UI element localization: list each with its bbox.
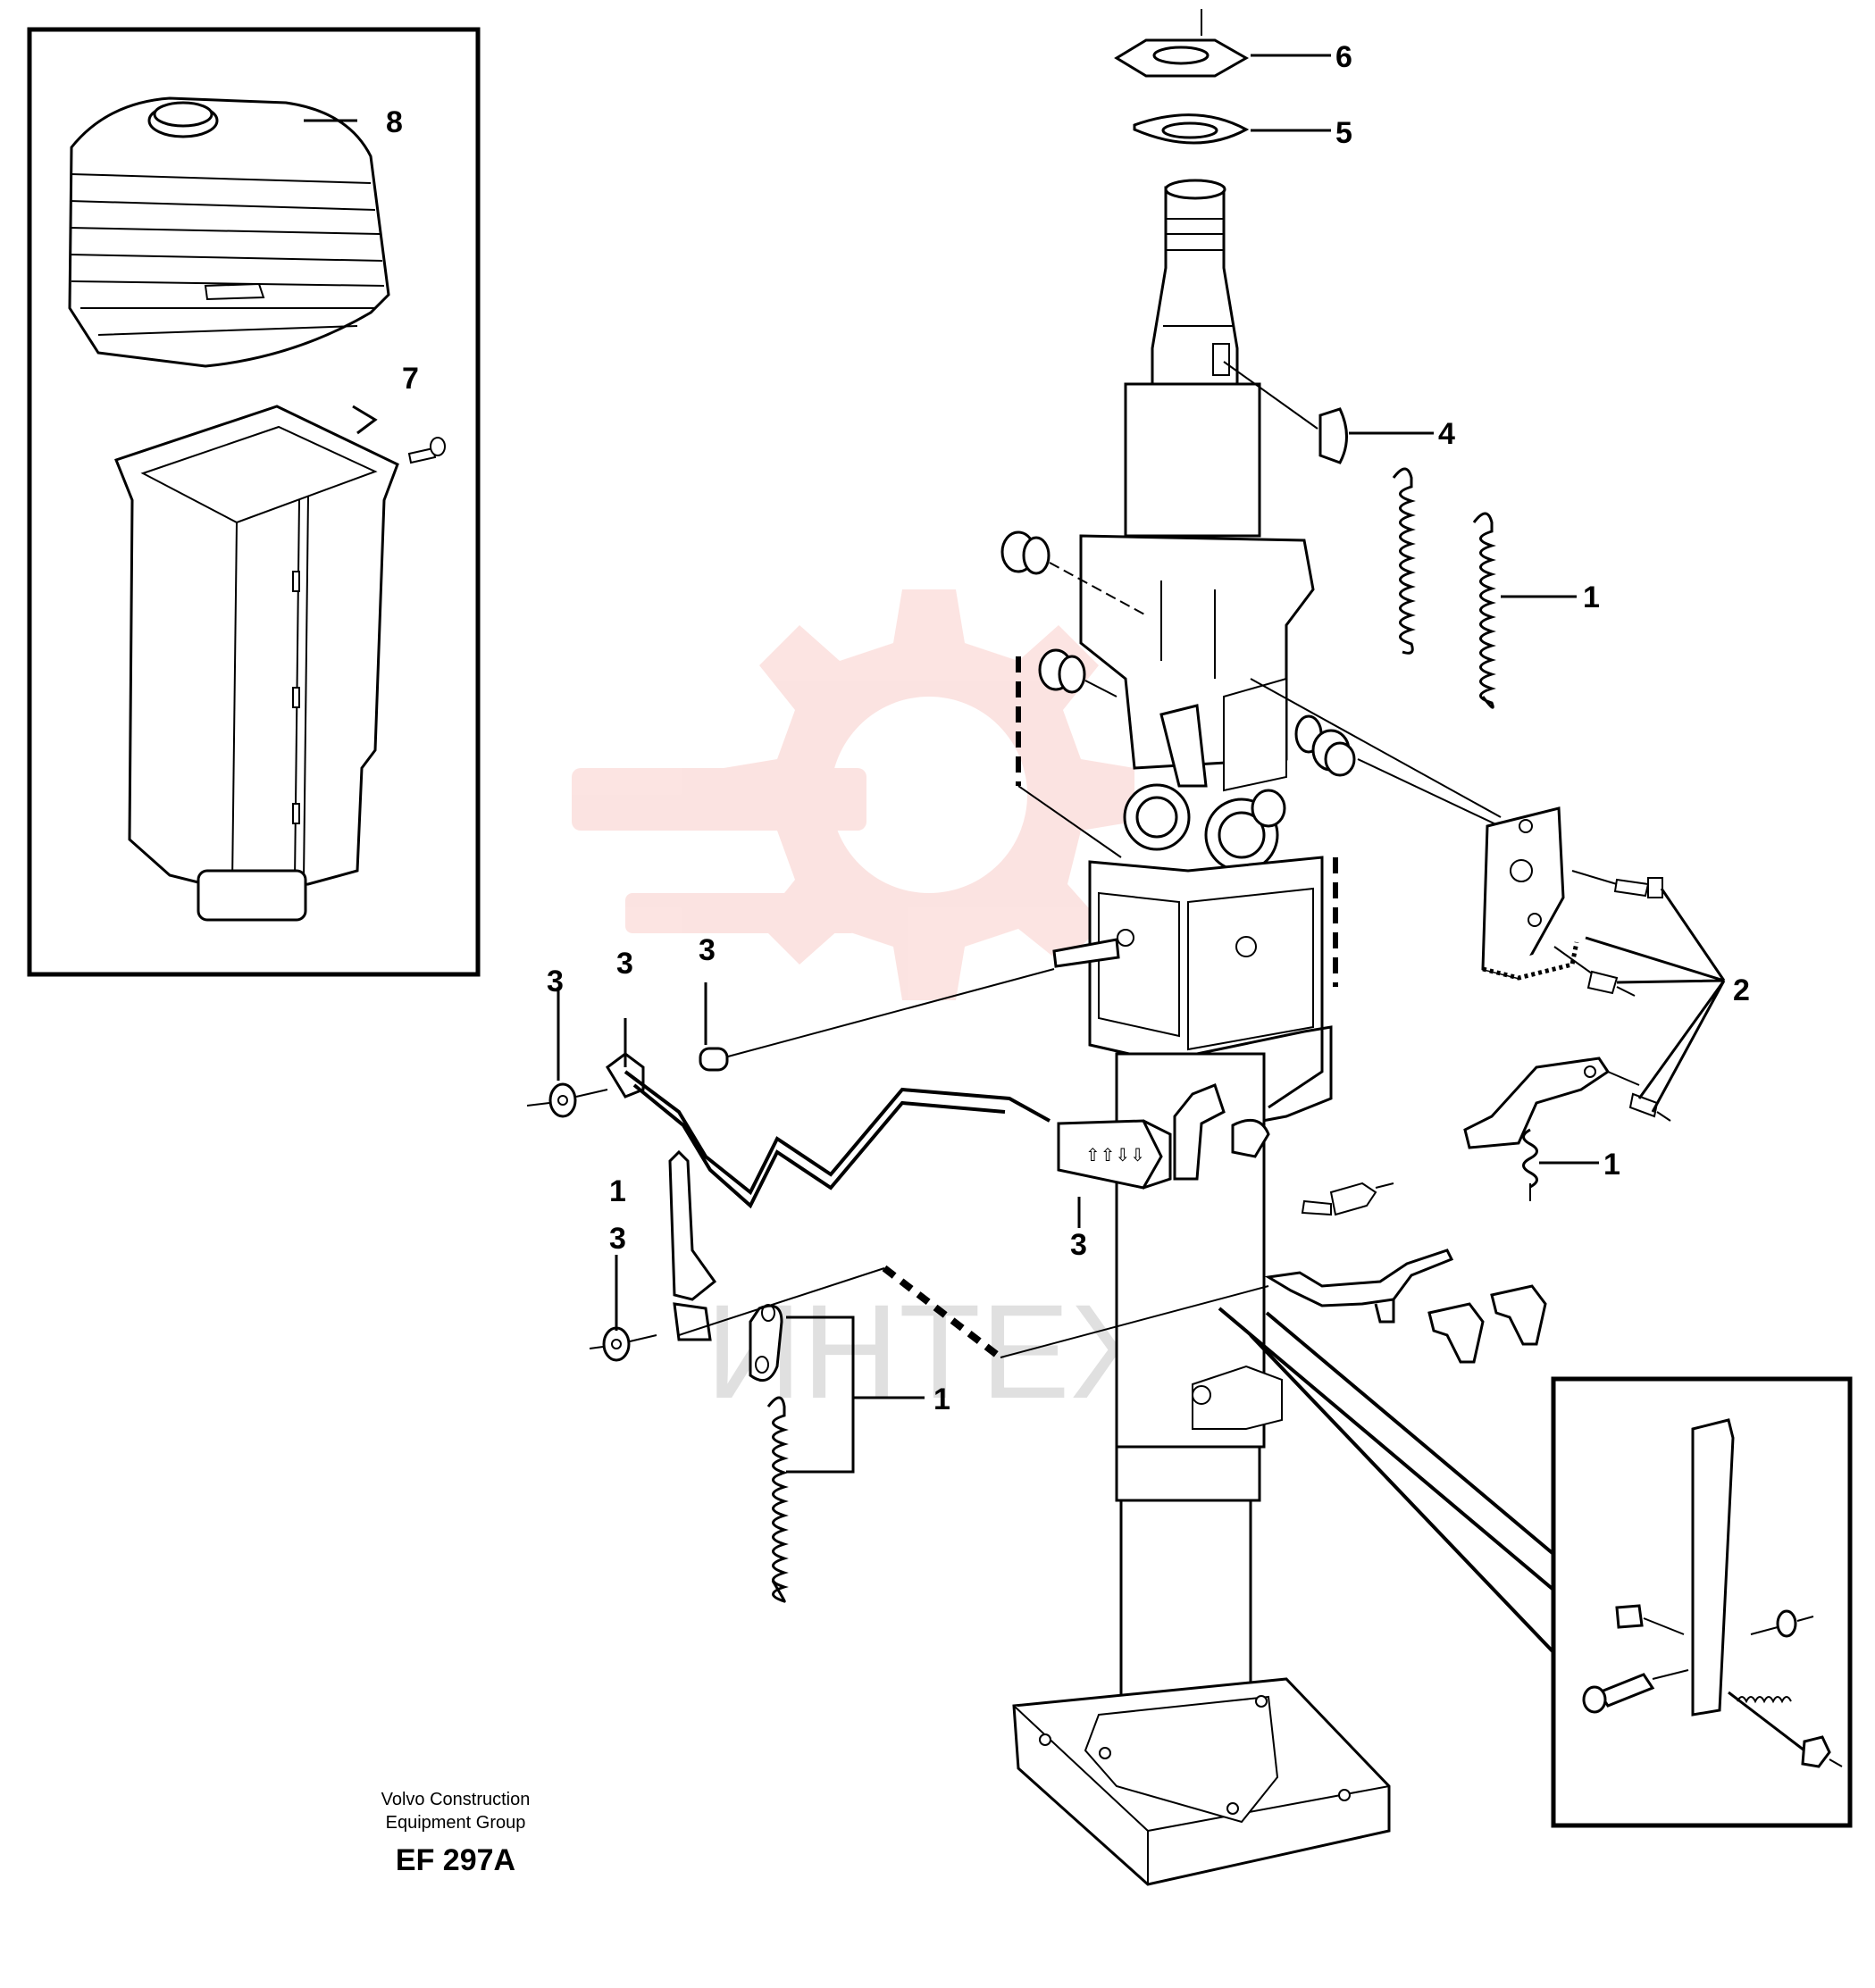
callout-1-left: 1: [609, 1174, 626, 1208]
callout-3-far-left: 3: [547, 965, 564, 998]
callout-6: 6: [1335, 40, 1352, 74]
callout-3-grip: 3: [1070, 1228, 1087, 1262]
callout-4: 4: [1438, 417, 1455, 451]
rubber-boot: [68, 96, 390, 368]
figure-caption: Volvo Construction Equipment Group EF 29…: [322, 1788, 590, 1878]
lower-housing: [114, 405, 446, 922]
steering-column: [1012, 9, 1391, 1886]
inset-panel-boot-cover: [27, 27, 481, 977]
caption-line-1: Volvo Construction: [381, 1790, 531, 1809]
callout-8: 8: [386, 105, 403, 139]
spring-upper-right-b: [1472, 512, 1496, 709]
grip-arrow-marking: ⇧⇧⇩⇩: [1085, 1144, 1145, 1165]
callout-2: 2: [1733, 973, 1750, 1007]
spring-upper-right-a: [1392, 467, 1416, 655]
callout-5: 5: [1335, 116, 1352, 150]
callout-3-left: 3: [616, 947, 633, 981]
callout-7: 7: [402, 362, 419, 396]
callout-1-small-spring: 1: [1603, 1148, 1620, 1182]
watermark-logo: [572, 589, 1134, 1000]
caption-figure-code: EF 297A: [395, 1843, 516, 1877]
caption-line-2: Equipment Group: [385, 1813, 526, 1833]
callout-3-lower-left: 3: [609, 1222, 626, 1256]
linkage: [624, 1018, 1454, 1382]
springs: [766, 467, 1496, 1603]
spring-lower-left: [766, 1396, 789, 1603]
callout-1-link: 1: [933, 1382, 950, 1416]
leader-lines: [304, 54, 1726, 1474]
callout-3-mid: 3: [699, 933, 716, 967]
callout-labels: 6 5 4 1 2 1 8 7 3 3 3 1 3 3 1: [386, 40, 1750, 1416]
callout-1-upper-springs: 1: [1583, 581, 1600, 614]
inset-panel-detail: [1218, 1307, 1853, 1828]
small-parts: [526, 361, 1671, 1364]
